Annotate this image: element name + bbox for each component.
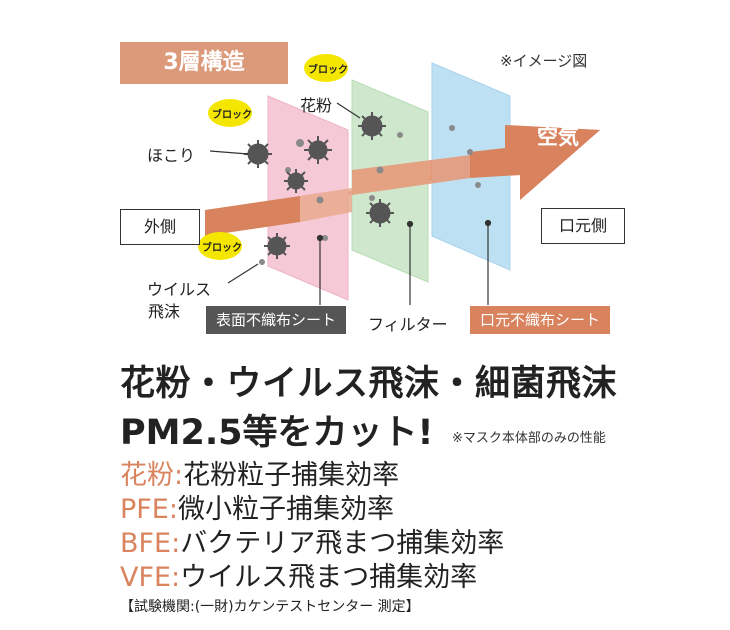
efficiency-value: バクテリア飛まつ捕集効率 bbox=[180, 528, 505, 559]
testing-institute-note: 【試験機関:(一財)カケンテストセンター 測定】 bbox=[120, 599, 420, 615]
outside-label-box: 外側 bbox=[120, 209, 200, 245]
block-label-pollen: ブロック bbox=[308, 65, 348, 76]
block-tag-dust bbox=[208, 99, 252, 127]
efficiency-value: ウイルス飛まつ捕集効率 bbox=[180, 562, 478, 593]
headline-note: ※マスク本体部のみの性能 bbox=[452, 431, 606, 446]
outer-layer-label: 表面不織布シート bbox=[206, 306, 347, 334]
efficiency-row-vfe: VFE:ウイルス飛まつ捕集効率 bbox=[120, 555, 477, 594]
efficiency-key: VFE: bbox=[120, 562, 181, 593]
inner-layer-label: 口元不織布シート bbox=[470, 306, 611, 334]
structure-title-badge: 3層構造 bbox=[120, 42, 288, 84]
block-tag-virus bbox=[198, 232, 242, 260]
efficiency-row-bfe: BFE:バクテリア飛まつ捕集効率 bbox=[120, 521, 504, 560]
efficiency-value: 花粉粒子捕集効率 bbox=[183, 460, 400, 491]
efficiency-key: BFE: bbox=[120, 528, 181, 559]
efficiency-key: 花粉: bbox=[120, 460, 184, 491]
dust-label: ほこり bbox=[147, 146, 196, 165]
block-label-dust: ブロック bbox=[212, 110, 252, 121]
mouth-side-label-box: 口元側 bbox=[541, 208, 625, 244]
droplet-label: 飛沫 bbox=[148, 302, 181, 321]
headline-line1: 花粉・ウイルス飛沫・細菌飛沫 bbox=[120, 364, 618, 404]
efficiency-key: PFE: bbox=[120, 494, 178, 525]
air-label: 空気 bbox=[537, 125, 579, 149]
three-layer-diagram bbox=[198, 54, 600, 305]
virus-label: ウイルス bbox=[147, 280, 212, 299]
block-label-virus: ブロック bbox=[202, 243, 242, 254]
block-tag-pollen bbox=[304, 54, 348, 82]
pollen-label: 花粉 bbox=[300, 96, 333, 115]
efficiency-row-pfe: PFE:微小粒子捕集効率 bbox=[120, 487, 394, 526]
headline-line2: PM2.5等をカット! bbox=[120, 413, 434, 453]
efficiency-row-pollen: 花粉:花粉粒子捕集効率 bbox=[120, 453, 399, 492]
filter-layer-label: フィルター bbox=[368, 315, 448, 334]
efficiency-value: 微小粒子捕集効率 bbox=[177, 494, 394, 525]
image-note: ※イメージ図 bbox=[500, 52, 588, 70]
